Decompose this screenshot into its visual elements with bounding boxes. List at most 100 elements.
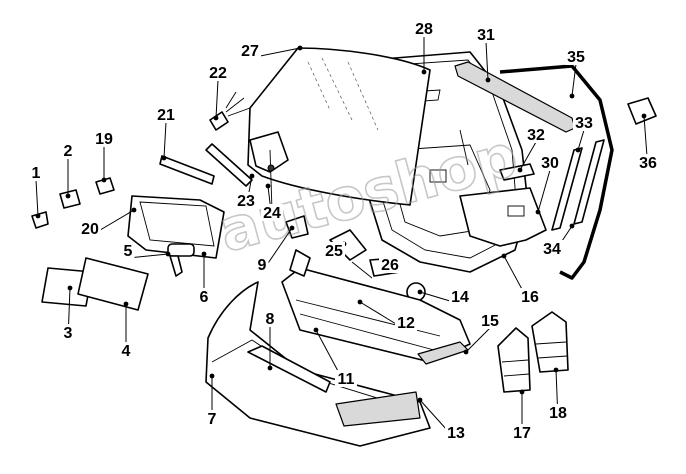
clip-1	[31, 211, 49, 229]
callout-26: 26	[379, 256, 401, 274]
callout-bg-4	[119, 342, 133, 359]
callout-32: 32	[517, 126, 547, 173]
wiper-assembly	[205, 131, 289, 211]
callout-label-9: 9	[258, 257, 267, 274]
callout-label-18: 18	[549, 405, 567, 422]
plate-pad-4	[77, 257, 149, 311]
inner-trim-panel	[459, 187, 547, 247]
callout-label-4: 4	[122, 343, 131, 360]
leader-dot-22	[213, 115, 219, 121]
clip-2	[59, 189, 81, 209]
leader-dot-11	[313, 327, 319, 333]
leader-dot-35	[569, 93, 575, 99]
callout-12: 12	[357, 299, 417, 332]
leader-dot-23	[249, 173, 255, 179]
callout-19: 19	[93, 130, 115, 183]
callout-30: 30	[535, 154, 561, 215]
rear-bumper-cover	[205, 281, 431, 447]
leader-dot-13	[417, 397, 423, 403]
callout-bg-2	[61, 142, 75, 159]
callout-11: 11	[313, 327, 357, 388]
leader-dot-18	[553, 367, 559, 373]
callout-label-6: 6	[200, 289, 209, 306]
callout-bg-26	[379, 256, 401, 273]
leader-dot-6	[201, 251, 207, 257]
callout-label-24: 24	[263, 205, 281, 222]
callout-bg-27	[239, 42, 261, 59]
callout-label-1: 1	[32, 165, 41, 182]
callout-1: 1	[29, 164, 43, 219]
leader-line-31	[485, 41, 489, 81]
callout-label-32: 32	[527, 127, 545, 144]
leader-dot-16	[501, 253, 507, 259]
leader-dot-5	[165, 251, 171, 257]
callout-27: 27	[239, 42, 303, 60]
callout-label-19: 19	[95, 131, 113, 148]
bumper-reinforcement	[281, 249, 471, 363]
callout-bg-1	[29, 164, 43, 181]
callout-bg-16	[519, 288, 541, 305]
leader-dot-1	[35, 213, 41, 219]
callout-label-27: 27	[241, 43, 259, 60]
leader-dot-4	[123, 301, 129, 307]
callout-bg-28	[413, 20, 435, 37]
callout-15: 15	[463, 312, 501, 355]
callout-bg-8	[263, 310, 277, 327]
leader-dot-3	[67, 285, 73, 291]
leader-line-1	[35, 179, 39, 217]
callout-bg-12	[395, 314, 417, 331]
callout-3: 3	[61, 285, 75, 342]
leader-dot-32	[517, 167, 523, 173]
plate-pad-3	[41, 267, 93, 307]
latch-9	[285, 215, 309, 239]
callout-bg-15	[479, 312, 501, 329]
leader-line-32	[519, 141, 537, 171]
callout-8: 8	[263, 310, 277, 371]
plate-light-handle	[127, 195, 225, 259]
leader-dot-2	[65, 193, 71, 199]
callout-bg-19	[93, 130, 115, 147]
callout-bg-17	[511, 424, 533, 441]
callout-label-30: 30	[541, 155, 559, 172]
callout-label-11: 11	[338, 371, 355, 388]
callout-bg-30	[539, 154, 561, 171]
callout-label-36: 36	[639, 155, 657, 172]
callout-14: 14	[417, 288, 471, 306]
callout-label-7: 7	[208, 411, 217, 428]
leader-dot-34	[569, 223, 575, 229]
callout-bg-13	[445, 424, 467, 441]
callout-20: 20	[79, 207, 137, 238]
callout-7: 7	[205, 373, 219, 428]
callout-bg-9	[255, 256, 269, 273]
callout-bg-18	[547, 404, 569, 421]
leader-dot-28	[421, 69, 427, 75]
gas-struts	[551, 139, 605, 231]
callout-label-21: 21	[157, 107, 175, 124]
callout-21: 21	[155, 106, 177, 161]
callout-layer: 1234567891112131415161718192021222324252…	[29, 20, 659, 442]
callout-bg-36	[637, 154, 659, 171]
callout-17: 17	[511, 389, 533, 442]
leader-line-33	[577, 129, 585, 151]
callout-23: 23	[235, 173, 257, 210]
callout-bg-34	[541, 240, 563, 257]
callout-bg-11	[335, 370, 357, 387]
leader-line-22	[215, 79, 219, 119]
leader-dot-24	[265, 183, 271, 189]
callout-34: 34	[541, 223, 575, 258]
leader-dot-36	[641, 113, 647, 119]
callout-label-12: 12	[397, 315, 415, 332]
callout-6: 6	[197, 251, 211, 306]
leader-dot-19	[101, 177, 107, 183]
callout-28: 28	[413, 20, 435, 75]
callout-35: 35	[565, 48, 587, 99]
callout-bg-24	[261, 204, 283, 221]
callout-13: 13	[417, 397, 467, 442]
leader-dot-20	[131, 207, 137, 213]
tail-lamp-18	[531, 311, 569, 373]
leader-dot-7	[209, 373, 215, 379]
callout-label-26: 26	[381, 257, 399, 274]
callout-label-35: 35	[567, 49, 585, 66]
callout-18: 18	[547, 367, 569, 422]
